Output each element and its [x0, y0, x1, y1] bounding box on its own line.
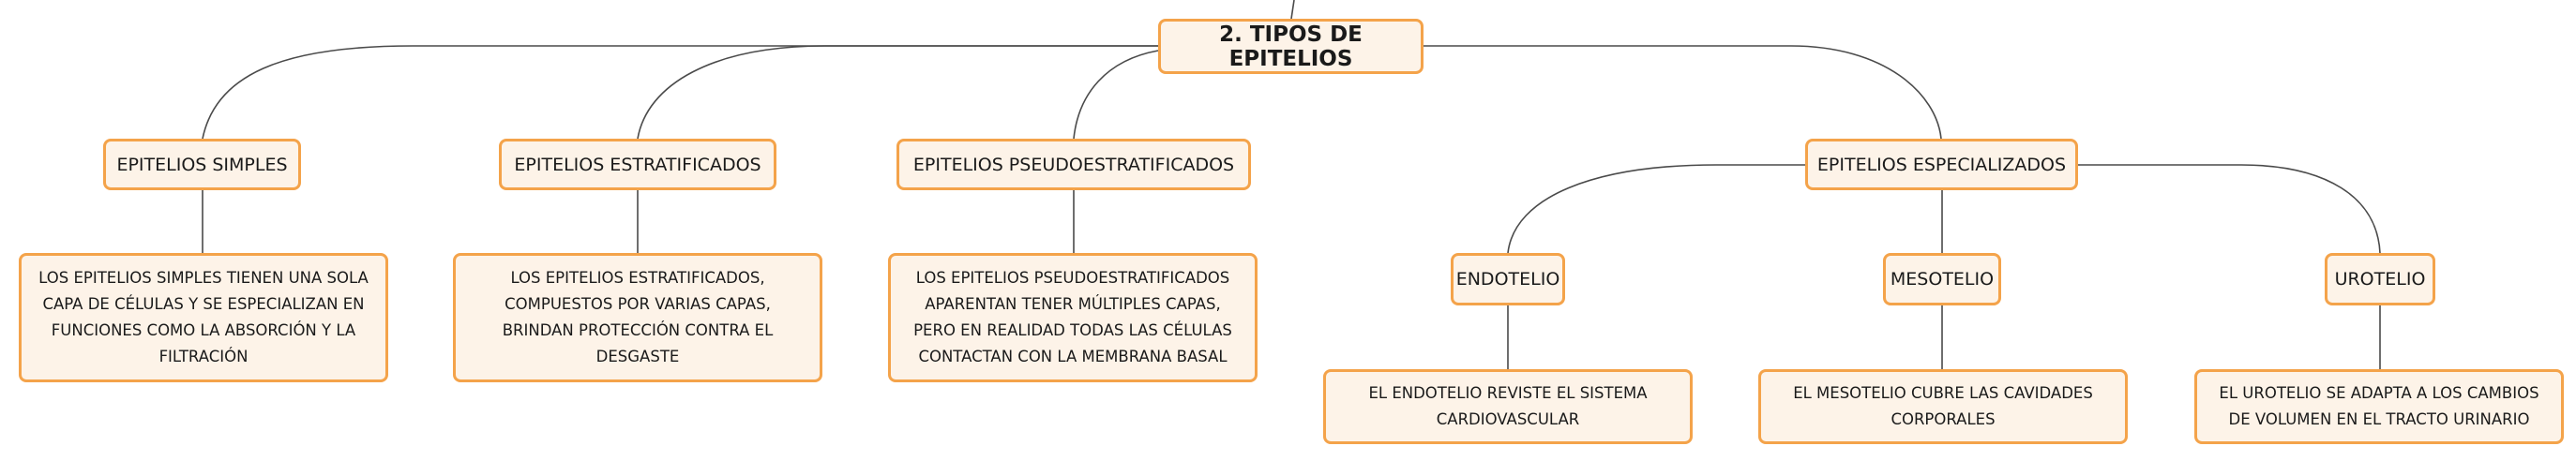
desc-text: EL MESOTELIO CUBRE LAS CAVIDADES CORPORA… — [1793, 384, 2093, 428]
desc-mesotelio[interactable]: EL MESOTELIO CUBRE LAS CAVIDADES CORPORA… — [1758, 369, 2128, 444]
root-node[interactable]: 2. TIPOS DE EPITELIOS — [1158, 19, 1424, 74]
node-label: UROTELIO — [2334, 269, 2426, 290]
node-epitelios-estratificados[interactable]: EPITELIOS ESTRATIFICADOS — [499, 139, 776, 190]
node-urotelio[interactable]: UROTELIO — [2325, 253, 2435, 305]
desc-urotelio[interactable]: EL UROTELIO SE ADAPTA A LOS CAMBIOS DE V… — [2194, 369, 2564, 444]
connector-root-pseudo — [1073, 50, 1159, 140]
node-label: EPITELIOS ESTRATIFICADOS — [514, 154, 761, 175]
connector-parent-root — [1290, 0, 1295, 20]
node-epitelios-pseudoestratificados[interactable]: EPITELIOS PSEUDOESTRATIFICADOS — [896, 139, 1251, 190]
node-label: EPITELIOS SIMPLES — [116, 154, 288, 175]
desc-text: LOS EPITELIOS SIMPLES TIENEN UNA SOLA CA… — [38, 269, 369, 365]
desc-text: LOS EPITELIOS ESTRATIFICADOS, COMPUESTOS… — [502, 269, 774, 365]
desc-text: EL ENDOTELIO REVISTE EL SISTEMA CARDIOVA… — [1368, 384, 1648, 428]
connector-esp-urotelio — [2078, 164, 2381, 254]
node-epitelios-simples[interactable]: EPITELIOS SIMPLES — [103, 139, 301, 190]
node-mesotelio[interactable]: MESOTELIO — [1883, 253, 2001, 305]
connector-root-especializados — [1424, 45, 1942, 140]
connector-root-simples — [202, 45, 1158, 140]
node-endotelio[interactable]: ENDOTELIO — [1451, 253, 1565, 305]
desc-text: EL UROTELIO SE ADAPTA A LOS CAMBIOS DE V… — [2219, 384, 2539, 428]
node-epitelios-especializados[interactable]: EPITELIOS ESPECIALIZADOS — [1805, 139, 2078, 190]
connector-root-estratificados — [637, 45, 1158, 140]
node-label: EPITELIOS ESPECIALIZADOS — [1816, 154, 2067, 175]
desc-epitelios-estratificados[interactable]: LOS EPITELIOS ESTRATIFICADOS, COMPUESTOS… — [453, 253, 822, 382]
node-label: ENDOTELIO — [1455, 269, 1560, 290]
node-label: MESOTELIO — [1890, 269, 1995, 290]
desc-endotelio[interactable]: EL ENDOTELIO REVISTE EL SISTEMA CARDIOVA… — [1323, 369, 1693, 444]
node-label: EPITELIOS PSEUDOESTRATIFICADOS — [912, 154, 1235, 175]
root-label: 2. TIPOS DE EPITELIOS — [1219, 22, 1363, 71]
desc-text: LOS EPITELIOS PSEUDOESTRATIFICADOS APARE… — [913, 269, 1232, 365]
desc-epitelios-simples[interactable]: LOS EPITELIOS SIMPLES TIENEN UNA SOLA CA… — [19, 253, 388, 382]
connector-esp-endotelio — [1507, 164, 1805, 254]
desc-epitelios-pseudoestratificados[interactable]: LOS EPITELIOS PSEUDOESTRATIFICADOS APARE… — [888, 253, 1258, 382]
